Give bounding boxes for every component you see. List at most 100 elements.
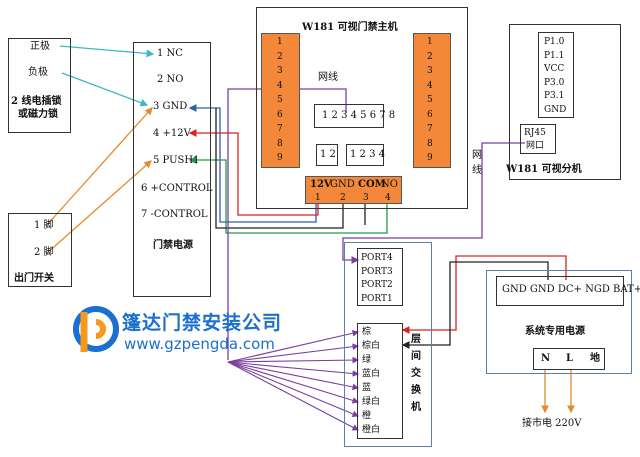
ext-net-label-2: 线 (472, 165, 482, 176)
switch-port-label: PORT2 (361, 280, 393, 290)
lock-title-1: 2 线电插锁 (11, 96, 62, 107)
host-right-number: 3 (427, 66, 433, 76)
system-power-box (486, 270, 632, 374)
wire-fan-purple (227, 330, 360, 431)
host-net-label: 网线 (318, 72, 338, 83)
lock-title-2: 或磁力锁 (18, 109, 58, 120)
ext-pin-label: P1.1 (544, 50, 565, 61)
switch-pin-label: 棕 (362, 327, 372, 337)
extension-box (509, 24, 621, 180)
switch-title-char: 交 (411, 368, 421, 379)
sys-power-title: 系统专用电源 (525, 326, 585, 337)
wire-dc-red (401, 255, 567, 334)
host-port8-label: 1 2 3 4 5 6 7 8 (322, 110, 396, 121)
switch-pin-label: 蓝白 (362, 369, 381, 379)
switch-pin-label: 绿 (362, 355, 372, 365)
ps-pin-12v: 4 +12V (153, 128, 191, 139)
switch-title-char: 机 (411, 402, 421, 413)
wire-exit-pin1 (45, 107, 153, 227)
mains-l: L (566, 353, 574, 364)
host-power-terminal (305, 176, 402, 204)
ext-pin-label: P3.1 (544, 91, 565, 101)
ext-title: W181 可视分机 (506, 164, 582, 175)
host-left-number: 4 (277, 80, 283, 91)
wire-lock-neg-gnd (61, 72, 149, 107)
switch-port-label: PORT3 (361, 266, 393, 277)
host-left-number: 1 (277, 37, 283, 47)
wire-push-green (188, 156, 388, 234)
ext-pin-label: VCC (544, 64, 565, 74)
exit-pin1-label: 1 脚 (34, 220, 54, 231)
ps-title: 门禁电源 (153, 240, 193, 251)
ext-pin-label: GND (544, 104, 567, 115)
host-left-number: 8 (277, 138, 283, 149)
switch-title-char: 换 (411, 385, 421, 396)
ext-pin-header (538, 32, 574, 118)
term-12v: 12V (310, 179, 332, 190)
wire-ext-net (342, 142, 525, 264)
logo-name: 篷达门禁安装公司 (122, 312, 283, 334)
switch-pin-label: 蓝 (362, 383, 372, 393)
host-right-number: 2 (427, 51, 433, 62)
floor-switch-box (344, 242, 432, 447)
host-title: W181 可视门禁主机 (302, 22, 398, 33)
sys-power-terminals (496, 276, 624, 306)
wire-lock-pos-nc (59, 45, 155, 58)
mains-label: 接市电 220V (522, 418, 582, 429)
lock-neg-label: 负极 (28, 67, 48, 78)
host-rj-port (314, 104, 384, 128)
term-com: COM (358, 179, 386, 190)
switch-port-label: PORT4 (361, 253, 393, 263)
ps-pin-ncontrol: 7 -CONTROL (141, 209, 208, 220)
host-port2 (316, 144, 338, 166)
exit-pin2-label: 2 脚 (34, 247, 54, 258)
host-port2-label: 1 2 (320, 149, 336, 160)
wire-gnd-black (215, 108, 344, 229)
term-gnd: GND (330, 179, 355, 190)
host-right-number: 7 (427, 124, 433, 134)
switch-port-block (357, 248, 403, 306)
host-left-number: 3 (277, 66, 283, 76)
mains-n: N (541, 353, 551, 364)
ps-pin-nc: 1 NC (157, 48, 183, 59)
term-num-4: 4 (385, 193, 391, 203)
ps-pin-pcontrol: 6 +CONTROL (141, 183, 213, 194)
host-left-number: 5 (277, 95, 283, 105)
ps-pin-no: 2 NO (157, 74, 184, 85)
host-right-number: 1 (427, 37, 433, 47)
ext-pin-label: P1.0 (544, 37, 565, 47)
host-left-terminal (261, 33, 300, 168)
exit-switch-title: 出门开关 (14, 273, 54, 284)
ext-net-label-1: 网 (472, 150, 482, 161)
exit-switch-box (8, 213, 72, 287)
host-right-terminal (413, 33, 451, 168)
ps-pin-gnd: 3 GND (153, 101, 188, 112)
wire-12v-red (188, 129, 319, 216)
host-right-number: 9 (427, 153, 433, 163)
switch-pin-block (357, 323, 403, 439)
wire-gnd-black-2 (401, 261, 549, 349)
term-no: NO (381, 179, 398, 190)
host-right-number: 4 (427, 80, 433, 91)
host-port4 (346, 144, 384, 166)
host-right-number: 8 (427, 138, 433, 149)
host-left-number: 6 (277, 109, 283, 120)
switch-port-label: PORT1 (361, 293, 393, 304)
switch-title-char: 层 (411, 334, 421, 345)
term-num-3: 3 (363, 193, 369, 203)
ext-rj45-label: RJ45 (524, 128, 546, 138)
ext-rj45-port (520, 124, 556, 154)
term-num-1: 1 (315, 193, 321, 203)
logo-url: www.gzpengda.com (124, 335, 275, 353)
host-right-number: 6 (427, 109, 433, 120)
host-right-number: 5 (427, 95, 433, 105)
lock-pos-label: 正极 (30, 41, 50, 52)
host-left-number: 7 (277, 124, 283, 134)
access-power-box (133, 42, 211, 297)
ext-pin-label: P3.0 (544, 77, 565, 88)
lock-box (8, 38, 71, 133)
ext-port-label: 网口 (526, 141, 545, 151)
switch-pin-label: 橙白 (362, 425, 381, 435)
